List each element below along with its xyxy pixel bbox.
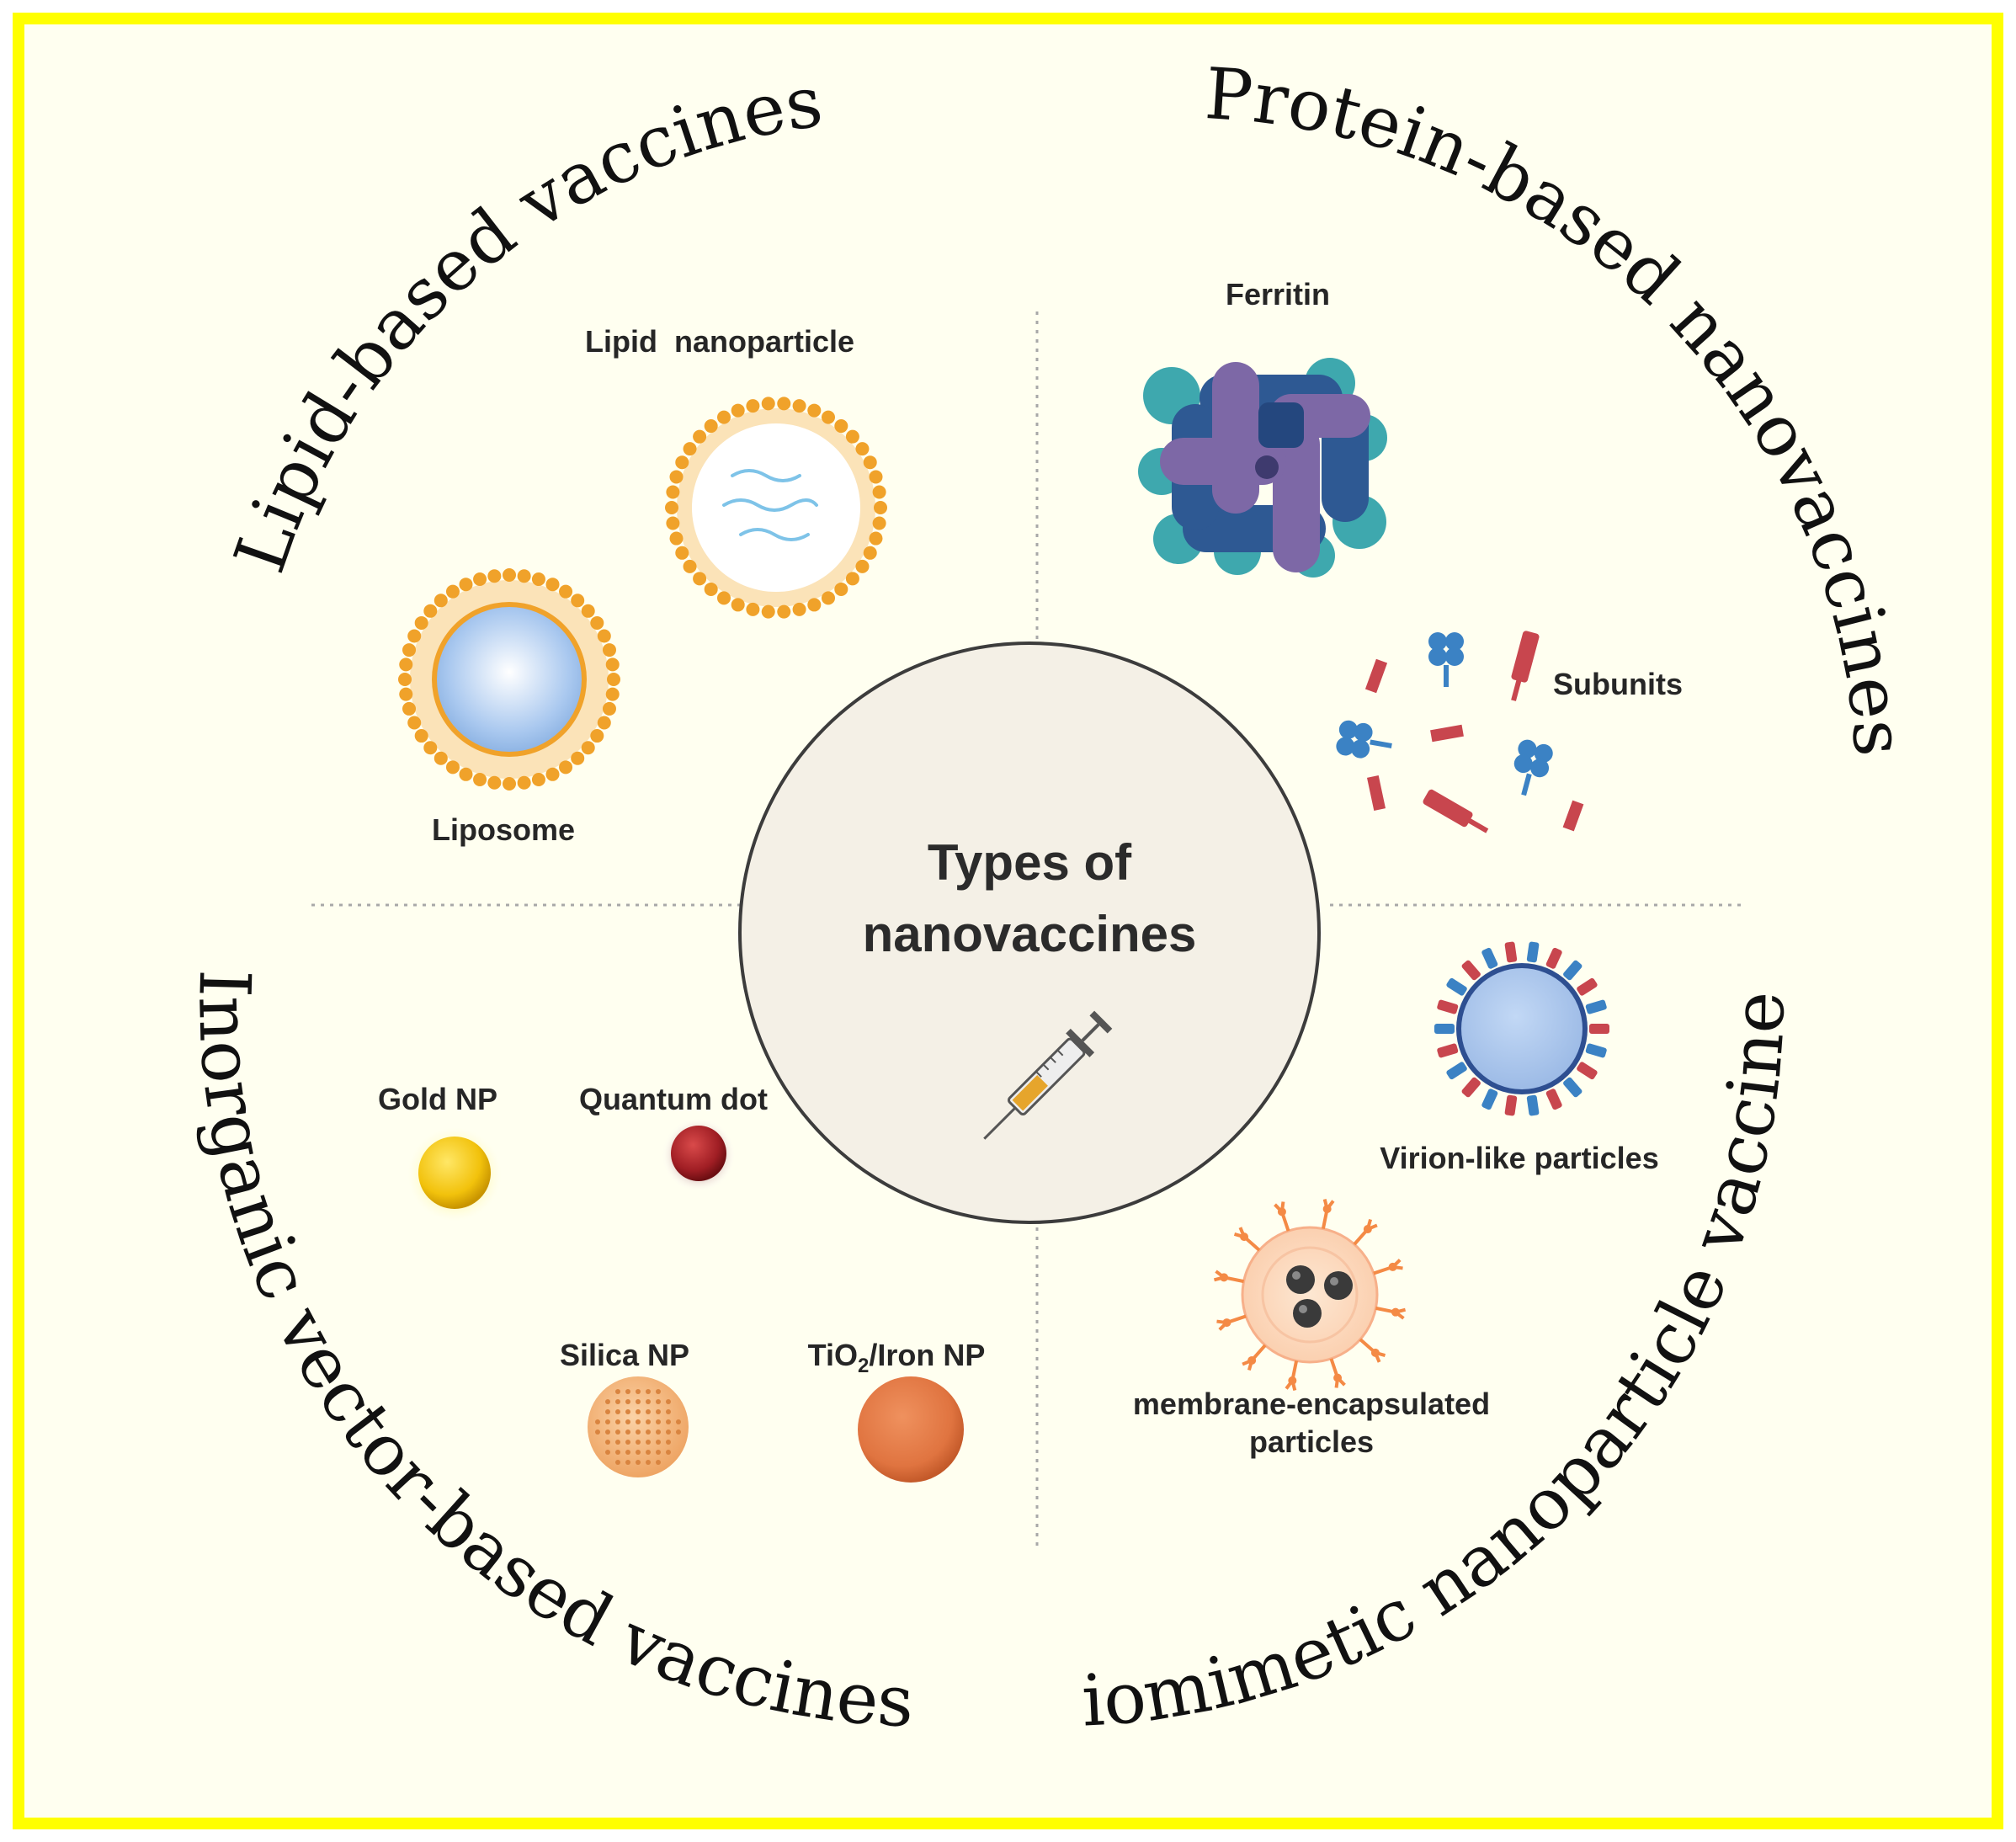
silica-np-icon — [588, 1376, 689, 1477]
membrane-encapsulated-particle-icon — [1213, 1198, 1407, 1392]
membrane-encapsulated-label: membrane-encapsulated — [1133, 1387, 1490, 1421]
quadrant-dividers — [311, 311, 1747, 1549]
tio2-iron-np-icon — [858, 1376, 964, 1483]
tio2-iron-np-label: TiO2/Iron NP — [808, 1338, 986, 1377]
lipid-nanoparticle-icon — [665, 397, 887, 619]
center-hub: Types of nanovaccines — [738, 642, 1321, 1224]
ferritin-label: Ferritin — [1226, 277, 1330, 311]
virion-like-particles-label: Virion-like particles — [1380, 1141, 1658, 1175]
center-title-line1: Types of — [928, 834, 1132, 891]
gold-np-label: Gold NP — [378, 1082, 497, 1116]
lipid-nanoparticle-label: Lipid nanoparticle — [585, 324, 854, 359]
subunits-icon — [1336, 631, 1584, 833]
syringe-icon — [983, 1010, 1113, 1140]
center-title-line2: nanovaccines — [863, 906, 1197, 962]
membrane-encapsulated-label-line2: particles — [1249, 1424, 1374, 1459]
ferritin-icon — [1138, 358, 1387, 578]
liposome-icon — [398, 568, 620, 791]
virion-like-particle-icon — [1434, 941, 1609, 1116]
liposome-label: Liposome — [432, 812, 575, 847]
silica-np-label: Silica NP — [560, 1338, 689, 1372]
quantum-dot-icon — [662, 1118, 736, 1192]
quantum-dot-label: Quantum dot — [579, 1082, 768, 1116]
gold-np-icon — [407, 1127, 502, 1222]
subunits-label: Subunits — [1553, 667, 1683, 701]
